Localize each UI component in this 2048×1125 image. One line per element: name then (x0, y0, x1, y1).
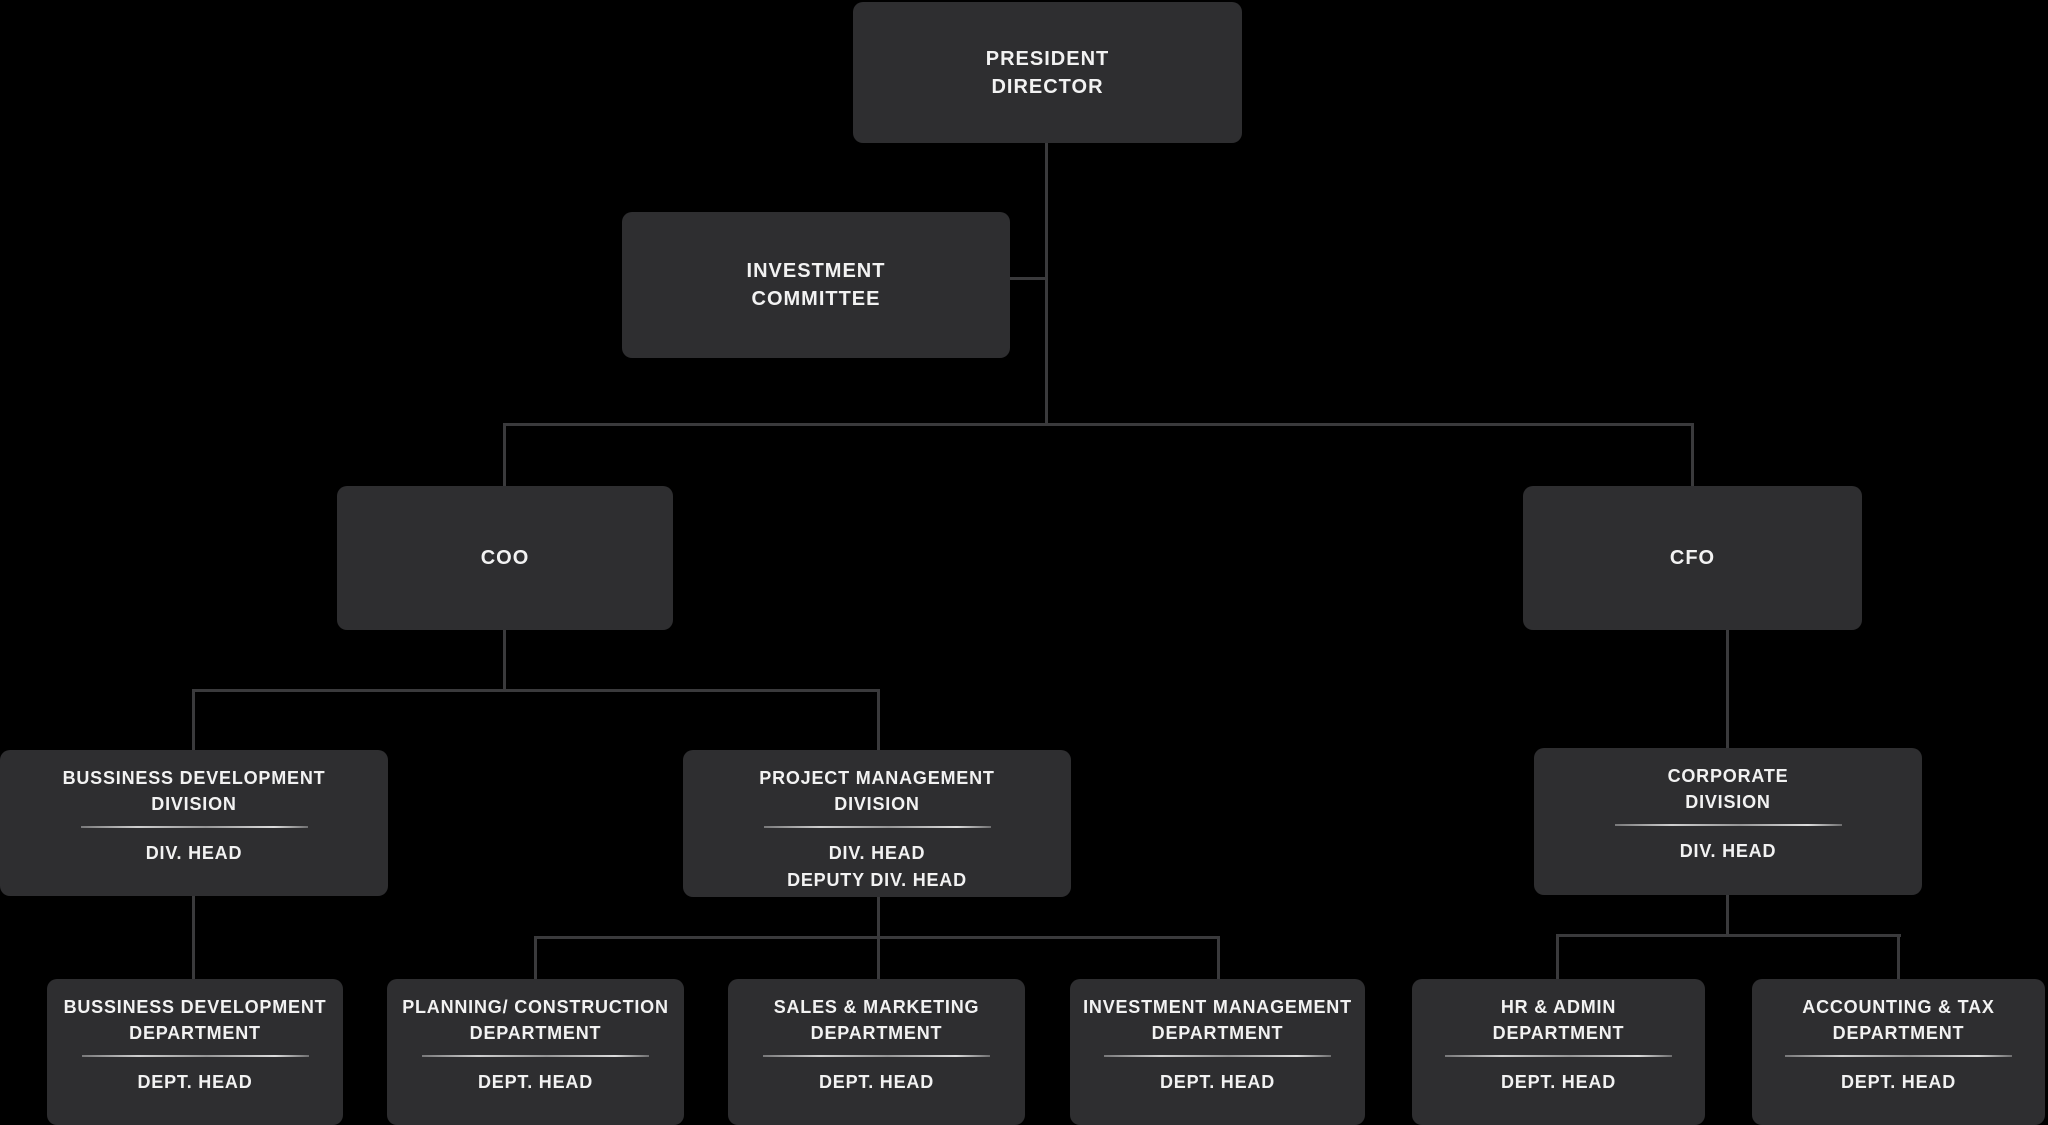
title-line: BUSSINESS DEVELOPMENT (63, 997, 327, 1017)
node-title: ACCOUNTING & TAX DEPARTMENT (1752, 994, 2045, 1046)
node-roles: DIV. HEAD (0, 840, 388, 867)
title-line: HR & ADMIN (1500, 997, 1617, 1017)
title-line: PROJECT MANAGEMENT (759, 768, 995, 788)
node-business-development-department: BUSSINESS DEVELOPMENT DEPARTMENT DEPT. H… (47, 979, 343, 1125)
node-title: INVESTMENT COMMITTEE (747, 257, 886, 313)
node-title: PROJECT MANAGEMENT DIVISION (683, 765, 1071, 817)
role-line: DEPT. HEAD (1500, 1072, 1616, 1092)
node-coo: COO (337, 486, 673, 630)
node-investment-management-department: INVESTMENT MANAGEMENT DEPARTMENT DEPT. H… (1070, 979, 1365, 1125)
node-roles: DEPT. HEAD (728, 1069, 1025, 1096)
connector-main-horizontal (503, 423, 1694, 426)
connector-bd-division-top (192, 689, 195, 750)
connector-president-down (1045, 143, 1048, 426)
connector-coo-down (503, 630, 506, 692)
connector-sales-department-top (877, 936, 880, 979)
node-roles: DEPT. HEAD (387, 1069, 684, 1096)
title-line: DEPARTMENT (1151, 1023, 1284, 1043)
node-title: SALES & MARKETING DEPARTMENT (728, 994, 1025, 1046)
divider-line (763, 826, 991, 828)
connector-pm-division-top (877, 689, 880, 750)
divider-line (1614, 824, 1842, 826)
node-corporate-division: CORPORATE DIVISION DIV. HEAD (1534, 748, 1922, 895)
connector-accounting-department-top (1897, 934, 1900, 979)
title-line: PLANNING/ CONSTRUCTION (402, 997, 669, 1017)
role-line: DEPT. HEAD (477, 1072, 593, 1092)
node-title: CORPORATE DIVISION (1534, 763, 1922, 815)
node-roles: DIV. HEAD (1534, 838, 1922, 865)
connector-investment-committee (1008, 277, 1048, 280)
node-roles: DIV. HEAD DEPUTY DIV. HEAD (683, 840, 1071, 894)
title-line: BUSSINESS DEVELOPMENT (62, 768, 326, 788)
node-roles: DEPT. HEAD (47, 1069, 343, 1096)
connector-cfo-top (1691, 423, 1694, 486)
title-line: DIRECTOR (991, 75, 1104, 98)
node-title: PLANNING/ CONSTRUCTION DEPARTMENT (387, 994, 684, 1046)
node-project-management-division: PROJECT MANAGEMENT DIVISION DIV. HEAD DE… (683, 750, 1071, 897)
divider-line (80, 826, 308, 828)
node-title: HR & ADMIN DEPARTMENT (1412, 994, 1705, 1046)
node-business-development-division: BUSSINESS DEVELOPMENT DIVISION DIV. HEAD (0, 750, 388, 896)
title-line: COO (480, 547, 530, 569)
role-line: DEPUTY DIV. HEAD (787, 870, 967, 890)
node-hr-admin-department: HR & ADMIN DEPARTMENT DEPT. HEAD (1412, 979, 1705, 1125)
title-line: INVESTMENT MANAGEMENT (1083, 997, 1352, 1017)
divider-line (1785, 1055, 2012, 1057)
role-line: DIV. HEAD (828, 843, 926, 863)
title-line: SALES & MARKETING (773, 997, 980, 1017)
title-line: PRESIDENT (985, 47, 1110, 70)
role-line: DEPT. HEAD (818, 1072, 934, 1092)
node-president-director: PRESIDENT DIRECTOR (853, 2, 1242, 143)
role-line: DEPT. HEAD (1159, 1072, 1275, 1092)
node-roles: DEPT. HEAD (1070, 1069, 1365, 1096)
node-sales-marketing-department: SALES & MARKETING DEPARTMENT DEPT. HEAD (728, 979, 1025, 1125)
divider-line (1445, 1055, 1672, 1057)
node-roles: DEPT. HEAD (1412, 1069, 1705, 1096)
title-line: DIVISION (1685, 792, 1771, 812)
role-line: DEPT. HEAD (137, 1072, 253, 1092)
node-cfo: CFO (1523, 486, 1862, 630)
node-title: PRESIDENT DIRECTOR (986, 45, 1109, 101)
connector-corporate-division-down (1726, 893, 1729, 937)
node-title: BUSSINESS DEVELOPMENT DEPARTMENT (47, 994, 343, 1046)
node-investment-committee: INVESTMENT COMMITTEE (622, 212, 1010, 358)
title-line: DIVISION (834, 794, 920, 814)
title-line: DEPARTMENT (1832, 1023, 1965, 1043)
title-line: DEPARTMENT (469, 1023, 602, 1043)
connector-cfo-departments-horizontal (1556, 934, 1901, 937)
node-title: CFO (1670, 544, 1715, 572)
divider-line (81, 1055, 309, 1057)
title-line: DEPARTMENT (810, 1023, 943, 1043)
connector-pm-division-down (877, 897, 880, 938)
connector-hr-department-top (1556, 934, 1559, 979)
connector-planning-department-top (534, 936, 537, 979)
connector-cfo-down (1726, 630, 1729, 750)
title-line: ACCOUNTING & TAX (1802, 997, 1995, 1017)
role-line: DIV. HEAD (1679, 841, 1777, 861)
role-line: DEPT. HEAD (1840, 1072, 1956, 1092)
connector-investment-department-top (1217, 936, 1220, 979)
connector-bd-division-down (192, 896, 195, 979)
title-line: INVESTMENT (746, 260, 886, 282)
title-line: CORPORATE (1667, 766, 1789, 786)
divider-line (763, 1055, 990, 1057)
node-roles: DEPT. HEAD (1752, 1069, 2045, 1096)
title-line: CFO (1669, 547, 1716, 569)
role-line: DIV. HEAD (145, 843, 243, 863)
title-line: DEPARTMENT (1492, 1023, 1625, 1043)
title-line: DIVISION (151, 794, 237, 814)
connector-coo-divisions-horizontal (192, 689, 880, 692)
node-title: BUSSINESS DEVELOPMENT DIVISION (0, 765, 388, 817)
node-planning-construction-department: PLANNING/ CONSTRUCTION DEPARTMENT DEPT. … (387, 979, 684, 1125)
connector-coo-top (503, 423, 506, 486)
node-accounting-tax-department: ACCOUNTING & TAX DEPARTMENT DEPT. HEAD (1752, 979, 2045, 1125)
node-title: INVESTMENT MANAGEMENT DEPARTMENT (1070, 994, 1365, 1046)
title-line: DEPARTMENT (129, 1023, 261, 1043)
node-title: COO (481, 544, 530, 572)
divider-line (422, 1055, 649, 1057)
divider-line (1104, 1055, 1331, 1057)
title-line: COMMITTEE (751, 288, 881, 310)
